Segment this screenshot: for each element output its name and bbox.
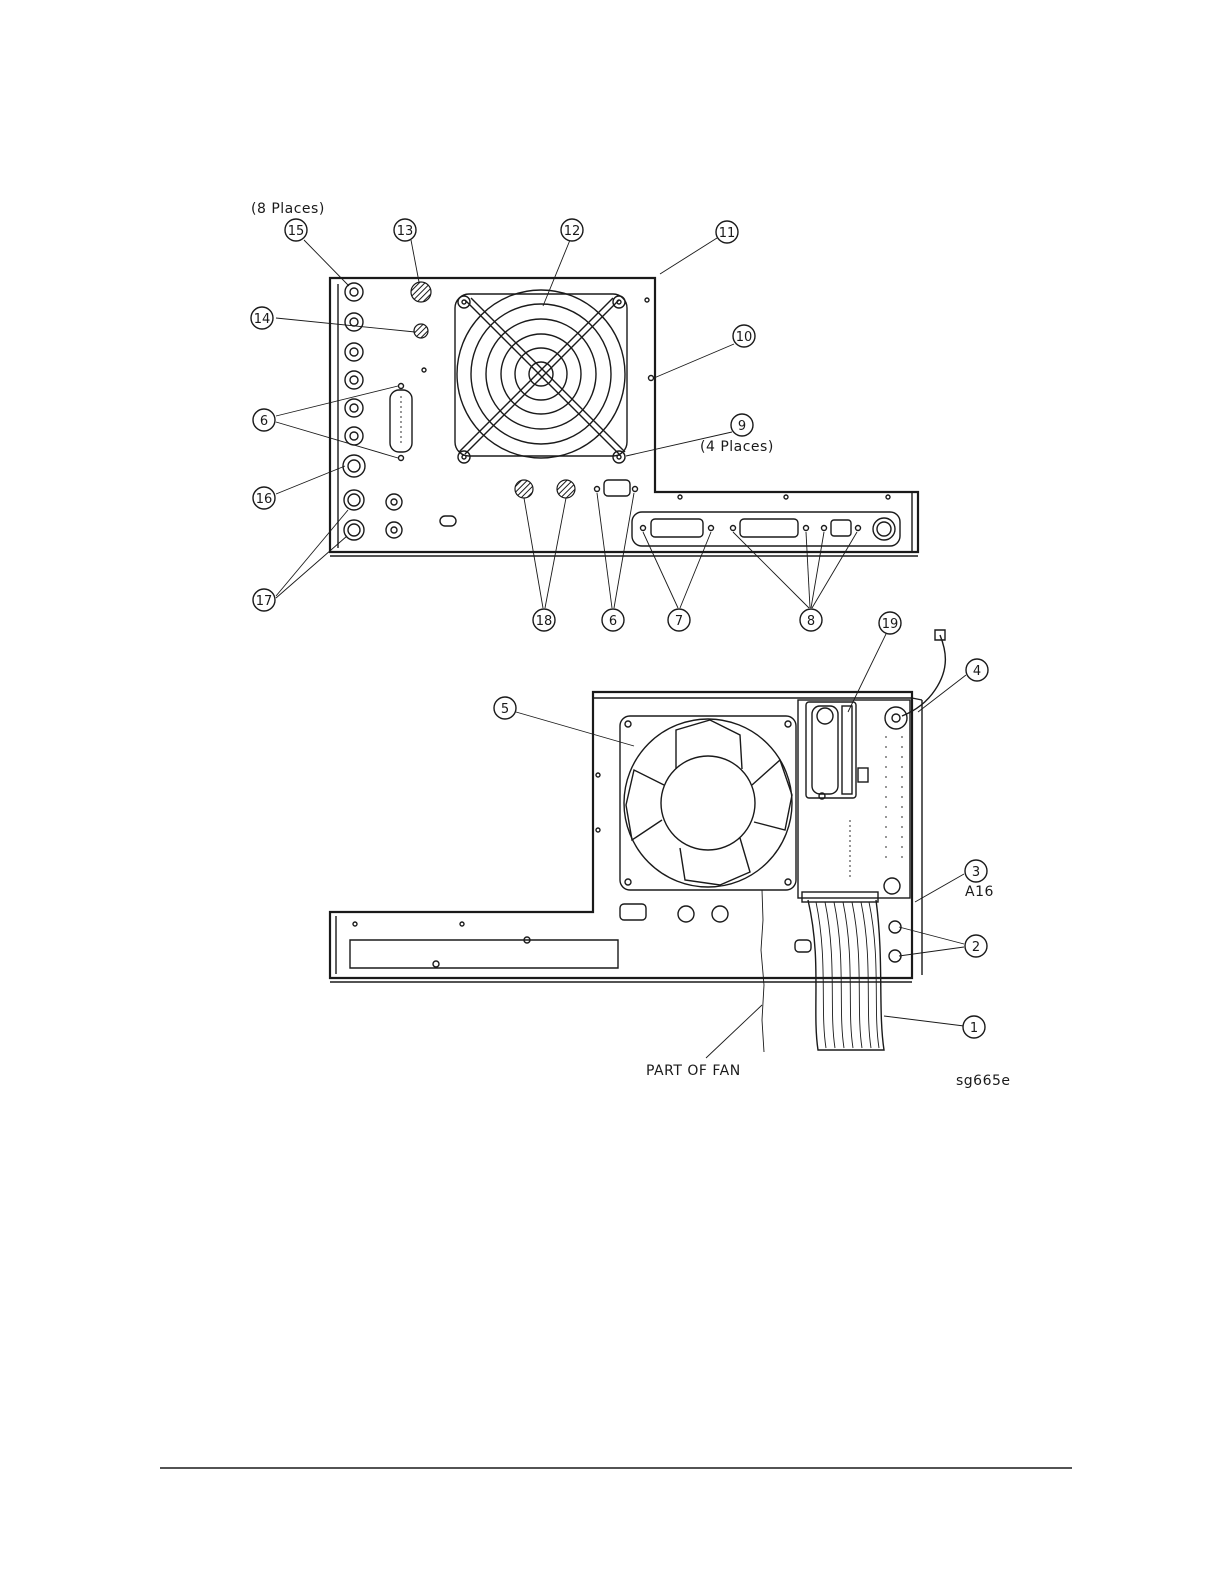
callout-9: 9 — [731, 414, 753, 436]
svg-text:18: 18 — [536, 614, 553, 629]
svg-text:15: 15 — [288, 224, 305, 239]
hole-plug-small — [414, 324, 428, 338]
four-places-note: (4 Places) — [700, 439, 774, 455]
cable-assembly — [902, 635, 945, 716]
battery-holder — [806, 702, 868, 799]
svg-text:6: 6 — [260, 414, 268, 429]
bnc-connectors — [343, 283, 402, 540]
rear-panel-outline — [330, 278, 918, 552]
callout-4: 4 — [966, 659, 988, 681]
callout-16: 16 — [253, 487, 275, 509]
svg-text:12: 12 — [564, 224, 581, 239]
svg-text:13: 13 — [397, 224, 414, 239]
svg-text:16: 16 — [256, 492, 273, 507]
callout-18: 18 — [533, 609, 555, 631]
callout-15: 15 — [285, 219, 307, 241]
callout-11: 11 — [716, 221, 738, 243]
svg-text:14: 14 — [254, 312, 271, 327]
svg-text:6: 6 — [609, 614, 617, 629]
figure-id: sg665e — [956, 1073, 1011, 1089]
part-of-fan-label: PART OF FAN — [646, 1063, 741, 1079]
svg-text:5: 5 — [501, 702, 509, 717]
svg-text:3: 3 — [972, 865, 980, 880]
svg-text:1: 1 — [970, 1021, 978, 1036]
callout-2: 2 — [965, 935, 987, 957]
svg-text:19: 19 — [882, 617, 899, 632]
rear-panel-view — [330, 278, 918, 556]
callout-6-upper: 6 — [253, 409, 275, 431]
lower-assembly-view — [330, 630, 945, 1052]
interface-strip — [632, 495, 900, 546]
svg-text:11: 11 — [719, 226, 736, 241]
svg-text:4: 4 — [973, 664, 981, 679]
svg-text:7: 7 — [675, 614, 683, 629]
callout-10: 10 — [733, 325, 755, 347]
callout-14: 14 — [251, 307, 273, 329]
fan-wire — [761, 890, 764, 1052]
board-ref-label: A16 — [965, 884, 994, 900]
callout-5: 5 — [494, 697, 516, 719]
svg-text:10: 10 — [736, 330, 753, 345]
lower-chassis-outline — [330, 692, 912, 978]
callout-3: 3 — [965, 860, 987, 882]
svg-text:2: 2 — [972, 940, 980, 955]
callout-7: 7 — [668, 609, 690, 631]
ribbon-cable — [808, 900, 884, 1050]
callout-13: 13 — [394, 219, 416, 241]
svg-text:9: 9 — [738, 419, 746, 434]
callout-1: 1 — [963, 1016, 985, 1038]
cooling-fan — [620, 716, 796, 890]
callout-8: 8 — [800, 609, 822, 631]
fan-guard — [455, 290, 627, 463]
svg-text:8: 8 — [807, 614, 815, 629]
eight-places-note: (8 Places) — [251, 201, 325, 217]
callout-19: 19 — [879, 612, 901, 634]
hole-plug-large — [411, 282, 431, 302]
callout-6-lower: 6 — [602, 609, 624, 631]
db25-connector — [390, 384, 412, 461]
svg-text:17: 17 — [256, 594, 273, 609]
callout-12: 12 — [561, 219, 583, 241]
callout-17: 17 — [253, 589, 275, 611]
